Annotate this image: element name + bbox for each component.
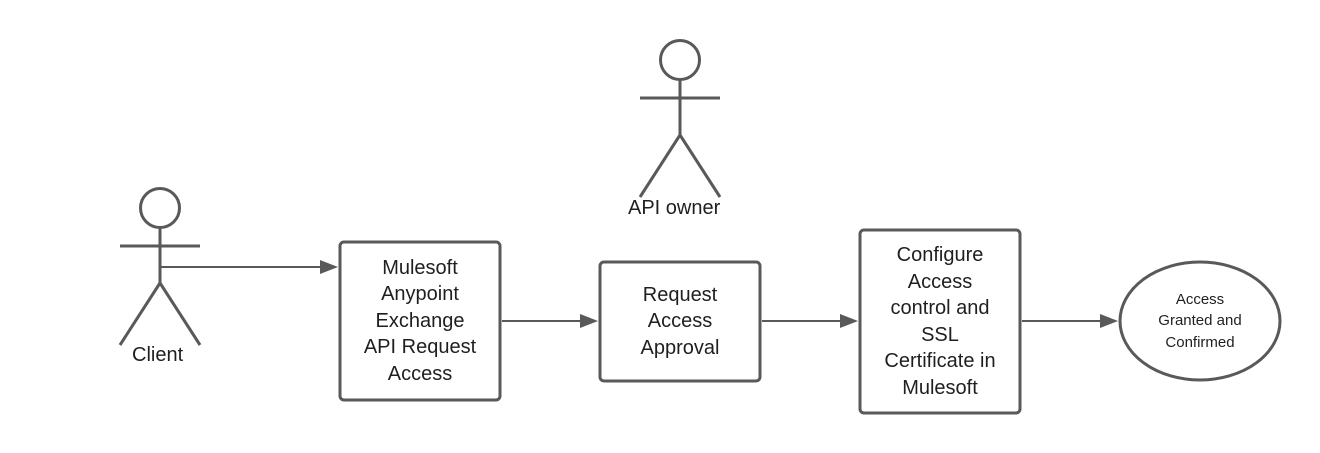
request-approval-line-1: Request	[642, 283, 718, 306]
request-approval-box	[598, 260, 762, 383]
configure-access-text: Configure Access control and SSL Certifi…	[860, 230, 1020, 413]
configure-access-line-3: control and	[890, 297, 990, 319]
exchange-request-box	[338, 240, 502, 402]
request-approval-line-2: Access	[647, 310, 713, 333]
access-granted-line-1: Access	[1175, 290, 1225, 308]
configure-access-box	[858, 228, 1022, 415]
access-granted-text: Access Granted and Confirmed	[1120, 262, 1280, 380]
connector-client-to-exchange	[160, 260, 338, 274]
configure-access-line-5: Certificate in	[884, 350, 996, 372]
access-granted-line-2: Granted and	[1158, 312, 1242, 330]
client-label: Client	[132, 344, 184, 366]
configure-access-line-2: Access	[907, 270, 973, 293]
exchange-request-line-4: API Request	[363, 336, 477, 359]
connector-configure-to-granted	[1022, 314, 1118, 328]
connector-approval-to-configure	[762, 314, 858, 328]
api-owner-label: API owner	[628, 197, 721, 219]
access-granted-line-3: Confirmed	[1165, 333, 1235, 351]
connector-exchange-to-approval	[502, 314, 598, 328]
exchange-request-line-2: Anypoint	[381, 283, 459, 306]
request-approval-line-3: Approval	[640, 336, 720, 359]
access-granted-ellipse	[1118, 260, 1282, 382]
configure-access-line-1: Configure	[896, 244, 984, 266]
exchange-request-line-3: Exchange	[375, 309, 465, 332]
configure-access-line-4: SSL	[921, 323, 959, 346]
request-approval-text: Request Access Approval	[600, 262, 760, 381]
exchange-request-line-5: Access	[387, 362, 453, 385]
client-actor-icon	[118, 187, 202, 346]
configure-access-line-6: Mulesoft	[902, 376, 978, 399]
api-owner-actor-icon	[638, 39, 722, 198]
exchange-request-text: Mulesoft Anypoint Exchange API Request A…	[340, 242, 500, 400]
exchange-request-line-1: Mulesoft	[382, 256, 458, 279]
